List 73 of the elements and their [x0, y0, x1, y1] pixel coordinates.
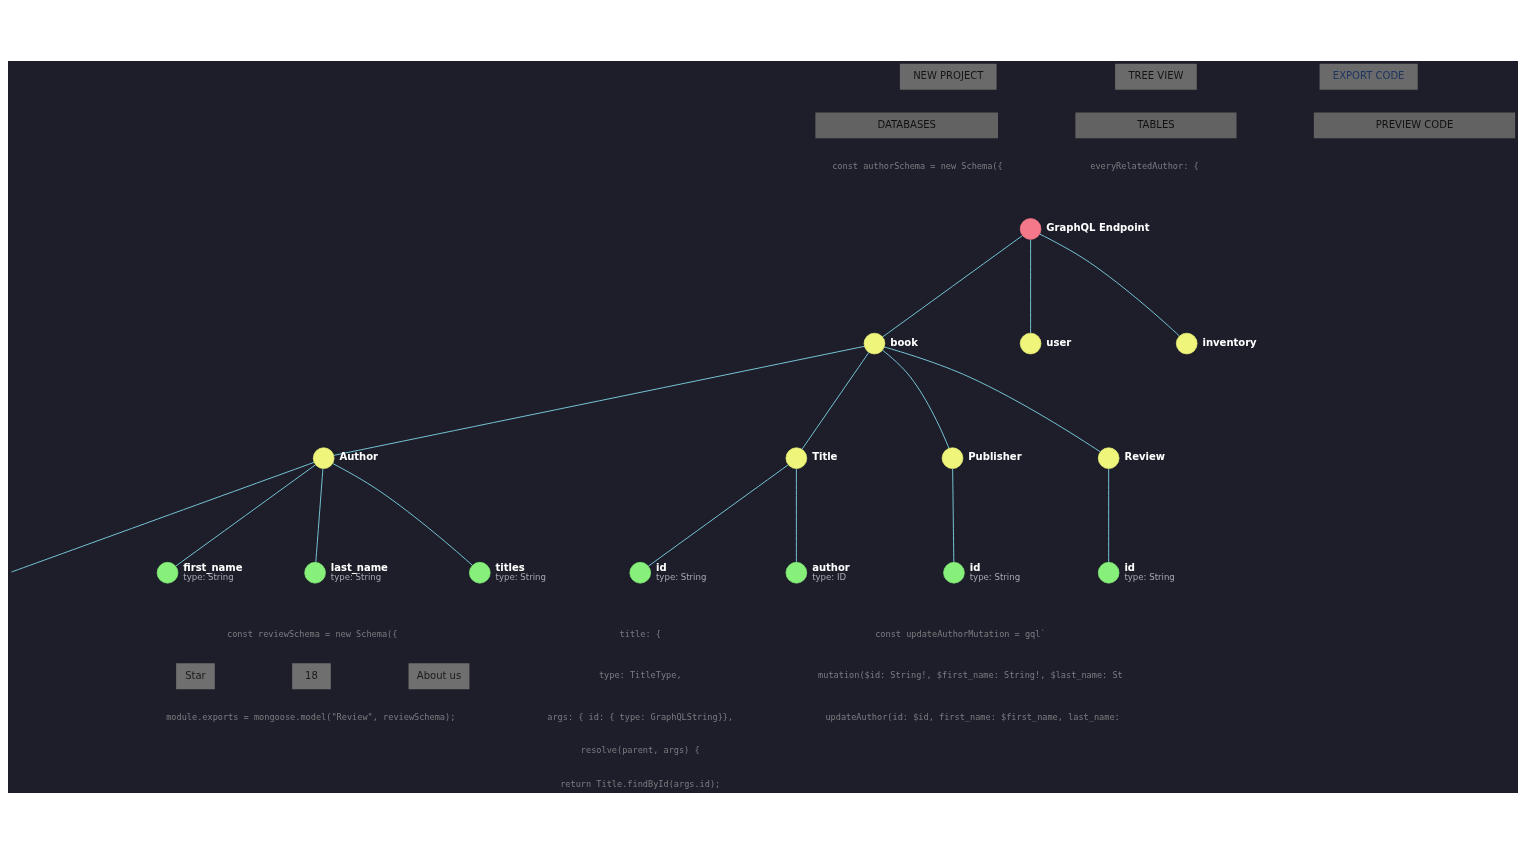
node-label: type: String	[656, 571, 707, 582]
label: updateAuthor(id: $id, first_name: $first_name, last_name:	[825, 711, 1120, 722]
label: title: {	[619, 629, 661, 640]
node-label: id	[656, 561, 667, 573]
node-label: type: String	[330, 571, 382, 582]
connector	[801, 351, 870, 450]
node-circle	[941, 447, 964, 469]
connector	[1039, 233, 1180, 337]
label: EXPORT CODE	[1332, 70, 1405, 82]
node-label: inventory	[1202, 336, 1257, 348]
label: About us	[416, 669, 462, 681]
label: return Title.findById(args.id);	[560, 778, 721, 789]
label: const reviewSchema = new Schema({	[226, 629, 398, 640]
connector	[795, 468, 797, 563]
node-circle	[1176, 332, 1198, 355]
label: args: { id: { type: GraphQLString}},	[547, 711, 734, 722]
node-label: id	[1124, 561, 1136, 573]
node-circle	[1097, 447, 1120, 469]
node-label: Author	[339, 451, 379, 463]
connector	[333, 345, 865, 456]
node-label: Publisher	[968, 451, 1022, 463]
label: NEW PROJECT	[913, 70, 984, 82]
node-label: type: String	[495, 571, 546, 582]
node-label: Review	[1124, 451, 1165, 463]
label: 18	[305, 669, 318, 681]
node-circle	[1097, 562, 1120, 584]
label: Star	[185, 669, 206, 681]
node-label: type: ID	[812, 571, 847, 582]
connector	[952, 468, 955, 563]
node-circle	[1019, 332, 1042, 355]
node-label: id	[969, 561, 981, 573]
label: TREE VIEW	[1128, 70, 1184, 82]
label: TABLES	[1137, 119, 1175, 131]
node-label: type: String	[969, 571, 1021, 582]
node-circle	[785, 562, 808, 584]
node-circle	[1019, 218, 1042, 240]
label: type: TitleType,	[598, 670, 682, 681]
connector	[883, 346, 1101, 453]
node-label: last_name	[330, 561, 388, 573]
node-label: author	[812, 561, 850, 573]
connector	[1030, 239, 1032, 334]
label: PREVIEW CODE	[1375, 119, 1454, 131]
label: const updateAuthorMutation = gql`	[875, 629, 1046, 640]
node-label: first_name	[183, 561, 243, 573]
node-label: GraphQL Endpoint	[1046, 222, 1150, 234]
node-label: user	[1046, 336, 1072, 348]
node-label: Title	[812, 451, 838, 463]
node-circle	[304, 562, 326, 584]
node-circle	[156, 562, 179, 584]
connector	[175, 464, 316, 567]
node-label: book	[890, 336, 918, 348]
label: resolve(parent, args) {	[580, 745, 700, 756]
node-circle	[469, 562, 491, 584]
node-circle	[312, 447, 335, 469]
node-circle	[785, 447, 808, 469]
node-circle	[943, 562, 965, 584]
label: const authorSchema = new Schema({	[832, 160, 1003, 171]
label: everyRelatedAuthor: {	[1090, 160, 1199, 171]
connector	[882, 235, 1023, 338]
connector	[1108, 468, 1110, 563]
connector	[647, 464, 789, 567]
label: DATABASES	[877, 119, 936, 131]
connector	[882, 349, 950, 449]
connector	[315, 468, 324, 563]
node-circle	[863, 332, 886, 355]
node-label: type: String	[1124, 571, 1175, 582]
node-label: type: String	[183, 571, 234, 582]
connector	[332, 463, 473, 566]
label: module.exports = mongoose.model("Review", reviewSchema);	[166, 711, 456, 722]
connector	[10, 461, 315, 573]
node-label: titles	[495, 561, 525, 573]
label: mutation($id: String!, $first_name: String!, $last_name: St	[818, 670, 1123, 681]
node-circle	[629, 562, 651, 584]
